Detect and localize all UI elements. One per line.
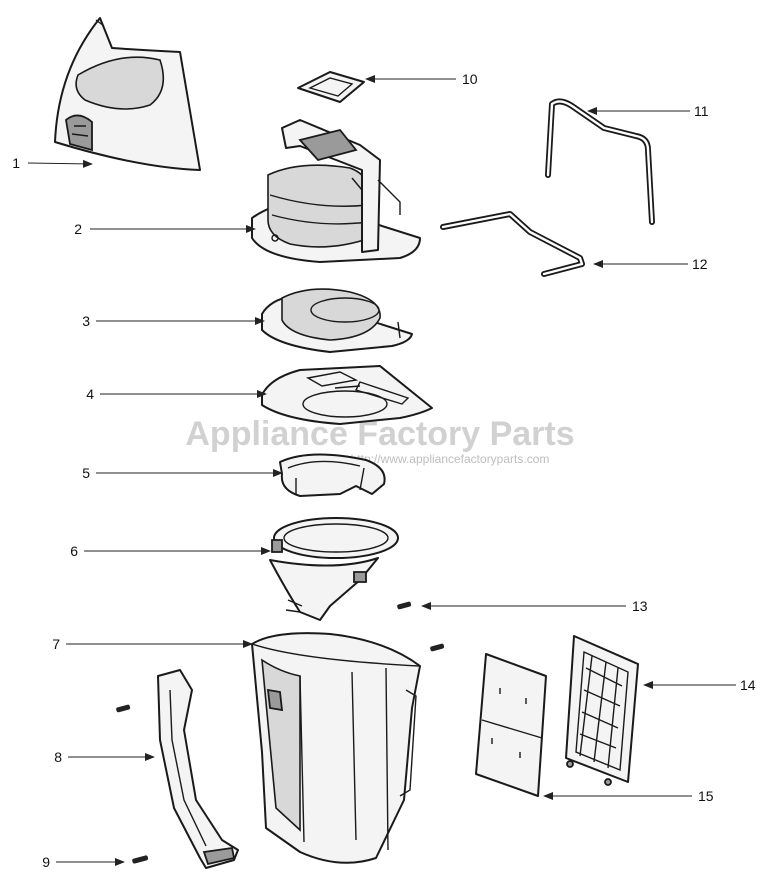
callout-3: 3 <box>82 313 90 329</box>
callout-numbers: 1 2 3 4 5 6 7 8 9 10 11 12 13 14 15 <box>12 71 756 870</box>
part-4-base-plate <box>261 365 433 425</box>
callout-10: 10 <box>462 71 478 87</box>
leader-lines <box>27 75 736 866</box>
callout-7: 7 <box>52 636 60 652</box>
part-8-latch-lever <box>157 669 239 869</box>
part-12-bent-rod <box>440 211 585 277</box>
part-10-gasket <box>297 71 365 103</box>
callout-13: 13 <box>632 598 648 614</box>
callout-5: 5 <box>82 465 90 481</box>
callout-8: 8 <box>54 749 62 765</box>
watermark-title: Appliance Factory Parts <box>185 415 574 453</box>
callout-15: 15 <box>698 788 714 804</box>
part-6-funnel-ring <box>269 517 399 621</box>
part-5-cup-housing <box>279 453 386 497</box>
callout-4: 4 <box>86 386 94 402</box>
watermark-url: http://www.appliancefactoryparts.com <box>351 452 550 466</box>
part-9-screw-a <box>116 704 131 713</box>
callout-14: 14 <box>740 677 756 693</box>
callout-2: 2 <box>74 221 82 237</box>
part-13-screw-b <box>430 643 445 652</box>
part-9-screw-b <box>132 855 149 864</box>
part-3-filter-housing <box>261 288 413 353</box>
part-2-main-housing <box>251 119 421 263</box>
part-13-screw-a <box>397 601 412 610</box>
leader-1 <box>27 159 93 168</box>
part-11-handle-rod <box>545 98 655 225</box>
part-7-dirt-cup <box>251 632 421 864</box>
part-14-filter-frame <box>565 635 639 786</box>
callout-1: 1 <box>12 155 20 171</box>
part-1-top-cover <box>54 17 201 171</box>
callout-9: 9 <box>42 854 50 870</box>
callout-11: 11 <box>694 103 709 119</box>
callout-12: 12 <box>692 256 708 272</box>
part-15-filter-pad <box>475 653 547 797</box>
callout-6: 6 <box>70 543 78 559</box>
